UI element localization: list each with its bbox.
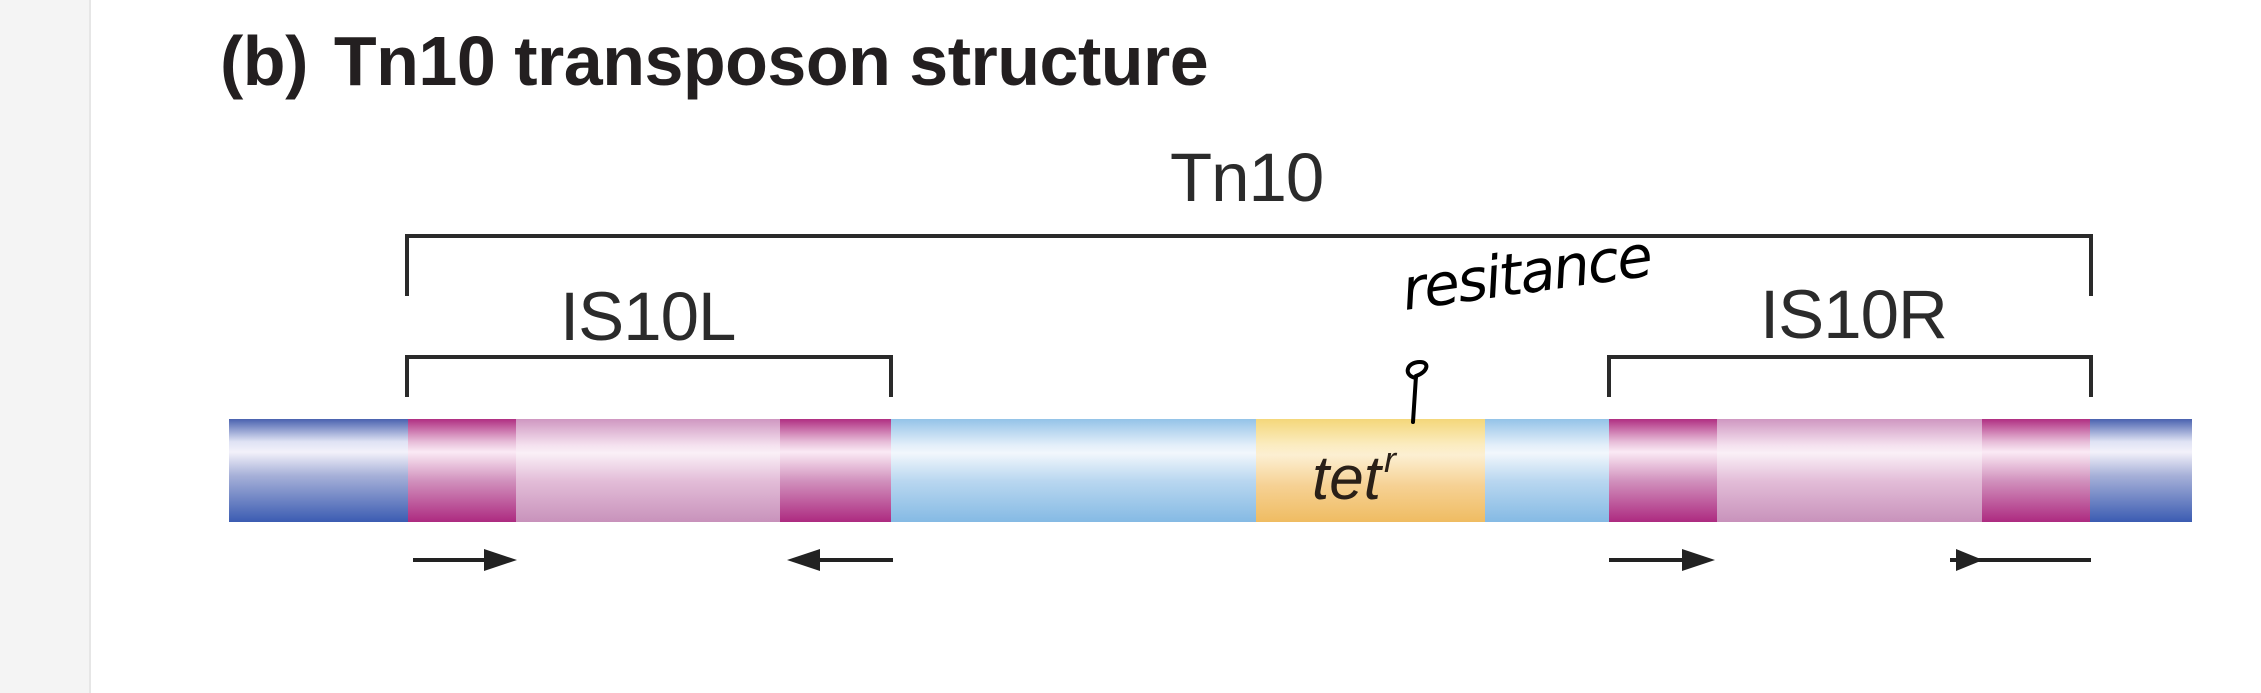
tet-r-gene — [1256, 419, 1486, 522]
is10r-bracket — [1607, 355, 2093, 397]
is10l-right-arrow — [787, 549, 893, 571]
title-text: Tn10 transposon structure — [333, 22, 1209, 100]
is10r-inverted-repeat-left — [1609, 419, 1718, 522]
left-sidebar — [0, 0, 91, 693]
panel-label: (b) — [220, 22, 308, 100]
is10r-label: IS10R — [1760, 276, 1948, 353]
is10l-inverted-repeat-left — [408, 419, 517, 522]
is10l-core — [516, 419, 781, 522]
is10r-right-arrow — [1950, 549, 2091, 571]
is10l-inverted-repeat-right — [780, 419, 892, 522]
central-region-left — [891, 419, 1257, 522]
is10r-left-arrow — [1609, 549, 1715, 571]
gene-name: tet — [1312, 444, 1381, 513]
is10l-bracket — [405, 355, 893, 397]
dna-bar — [229, 419, 2192, 522]
flank-dna-left — [229, 419, 409, 522]
handwritten-arrow-icon — [1405, 359, 1429, 424]
is10r-core — [1717, 419, 1983, 522]
central-region-right — [1485, 419, 1610, 522]
flank-dna-right — [2090, 419, 2192, 522]
tn10-bracket — [405, 234, 2093, 296]
is10l-label: IS10L — [560, 278, 736, 355]
is10r-inverted-repeat-right — [1982, 419, 2091, 522]
tn10-label: Tn10 — [1170, 139, 1324, 216]
gene-superscript: r — [1383, 439, 1396, 480]
tet-r-gene-label: tetr — [1312, 442, 1396, 510]
figure-title: (b)Tn10 transposon structure — [220, 26, 1209, 96]
is10l-left-arrow — [413, 549, 517, 571]
